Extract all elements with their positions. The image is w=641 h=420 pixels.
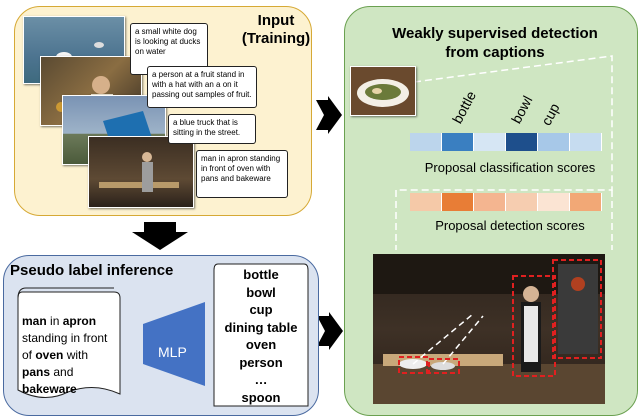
class-list-item: spoon: [241, 389, 281, 405]
detection-score-cell: [410, 193, 442, 211]
weak-title: Weakly supervised detection from caption…: [360, 24, 630, 62]
pseudo-class-list: bottle bowl cup dining table oven person … spoo…: [214, 266, 308, 406]
detection-score-cell: [570, 193, 602, 211]
classification-score-cell: [410, 133, 442, 151]
weak-title-line2: from captions: [445, 44, 545, 61]
detection-score-cell: [474, 193, 506, 211]
class-list-item: bottle: [243, 267, 279, 282]
detection-label: Proposal detection scores: [435, 218, 585, 233]
detection-image-drawing: [373, 254, 605, 404]
caption-word: oven: [35, 348, 64, 362]
food-thumbnail: [350, 66, 416, 116]
caption-word: apron: [62, 314, 97, 328]
right-arrow-top: [316, 96, 342, 134]
caption-document-shape: [17, 287, 121, 398]
dashed-connector-frame: [395, 55, 613, 250]
classification-score-cell: [474, 133, 506, 151]
classification-score-cell: [442, 133, 474, 151]
caption-word: bakeware: [22, 382, 77, 396]
caption-word: in: [46, 314, 63, 328]
class-list-document-shape: [213, 263, 309, 407]
classification-score-cell: [538, 133, 570, 151]
weak-title-line1: Weakly supervised detection: [392, 25, 598, 42]
classification-label: Proposal classification scores: [424, 160, 596, 175]
caption-word: standing in front of: [22, 331, 108, 362]
caption-word: man: [22, 314, 47, 328]
caption-word: with: [63, 348, 89, 362]
classification-score-row: [410, 133, 602, 151]
food-bowl-drawing: [357, 79, 409, 107]
class-list-item: dining table: [224, 319, 298, 335]
kitchen-drawing: [99, 152, 179, 192]
mlp-block: [143, 302, 205, 386]
detection-image: [373, 254, 605, 404]
caption-word: pans: [22, 365, 51, 379]
caption-kitchen: man in apron standing in front of oven w…: [196, 150, 288, 198]
input-title-line1: Input: [257, 12, 295, 29]
class-list-item: …: [254, 372, 268, 387]
classification-score-cell: [506, 133, 538, 151]
class-list-item: bowl: [246, 284, 276, 300]
caption-word: and: [50, 365, 74, 379]
detection-score-row: [410, 193, 602, 211]
class-list-item: oven: [245, 337, 277, 352]
detection-score-cell: [442, 193, 474, 211]
detection-score-cell: [506, 193, 538, 211]
caption-document-text: man in apron standing in front of oven w…: [22, 313, 114, 398]
detection-score-cell: [538, 193, 570, 211]
classification-score-cell: [570, 133, 602, 151]
mlp-label: MLP: [158, 344, 187, 360]
photo-kitchen: [88, 136, 194, 208]
caption-fruit: a person at a fruit stand in with a hat …: [147, 66, 257, 108]
caption-truck: a blue truck that is sitting in the stre…: [168, 114, 256, 144]
right-arrow-bottom: [317, 312, 343, 350]
class-list-item: person: [239, 354, 283, 370]
input-title-line2: (Training): [241, 30, 311, 47]
pseudo-title: Pseudo label inference: [10, 262, 174, 279]
down-arrow: [132, 222, 188, 250]
class-list-item: cup: [249, 302, 273, 317]
input-title: Input (Training): [236, 12, 316, 48]
